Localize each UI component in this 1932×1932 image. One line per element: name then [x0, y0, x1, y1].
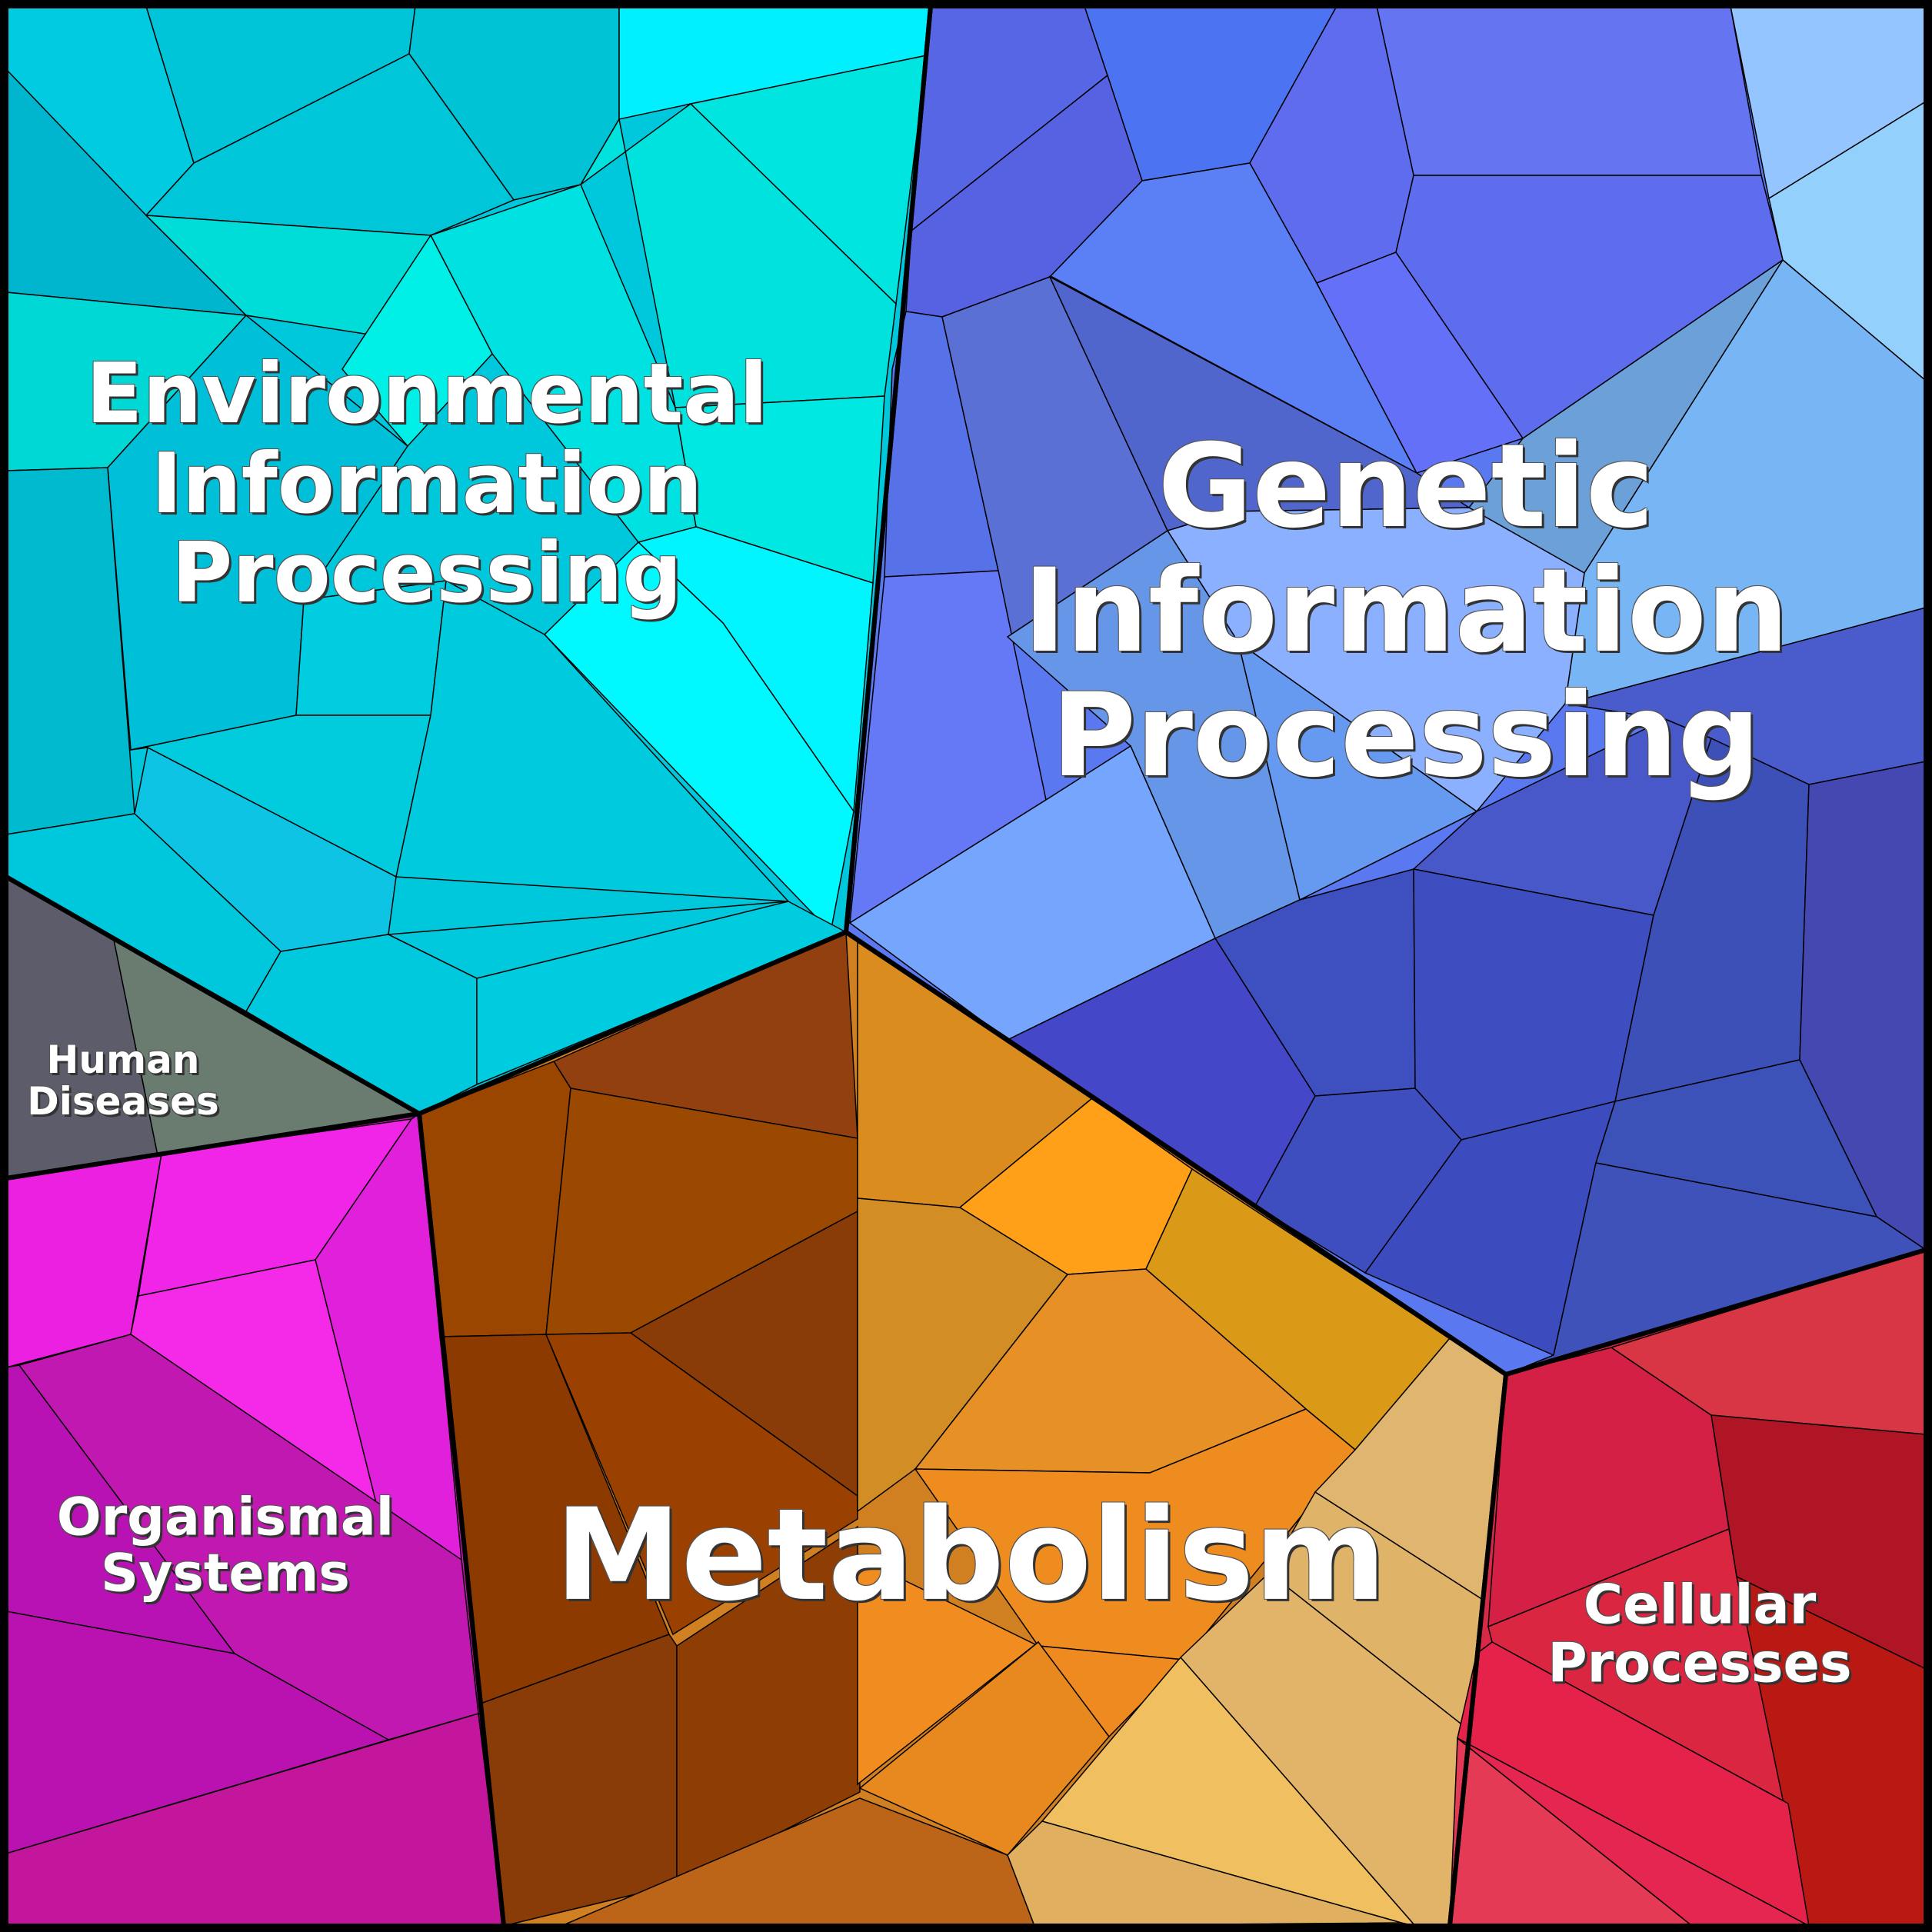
treemap-cell — [395, 579, 790, 902]
group-metabolism — [418, 931, 1507, 1927]
treemap-cell — [676, 1525, 861, 1886]
cells-layer — [5, 5, 1927, 1927]
treemap-cell — [858, 1641, 1110, 1856]
treemap-cell — [1457, 1641, 1810, 1927]
group-environmental-information-processing — [5, 5, 931, 1114]
treemap-cell — [1237, 641, 1478, 901]
treemap-cell — [1254, 1088, 1462, 1274]
group-genetic-information-processing — [846, 5, 1927, 1375]
group-human-diseases — [5, 875, 421, 1179]
treemap-cell — [1007, 1820, 1402, 1927]
group-cellular-processes — [1449, 1248, 1927, 1927]
group-organismal-systems — [5, 1112, 505, 1927]
treemap-cell — [543, 541, 854, 934]
treemap-cell — [145, 53, 515, 236]
treemap-cell — [295, 580, 447, 716]
